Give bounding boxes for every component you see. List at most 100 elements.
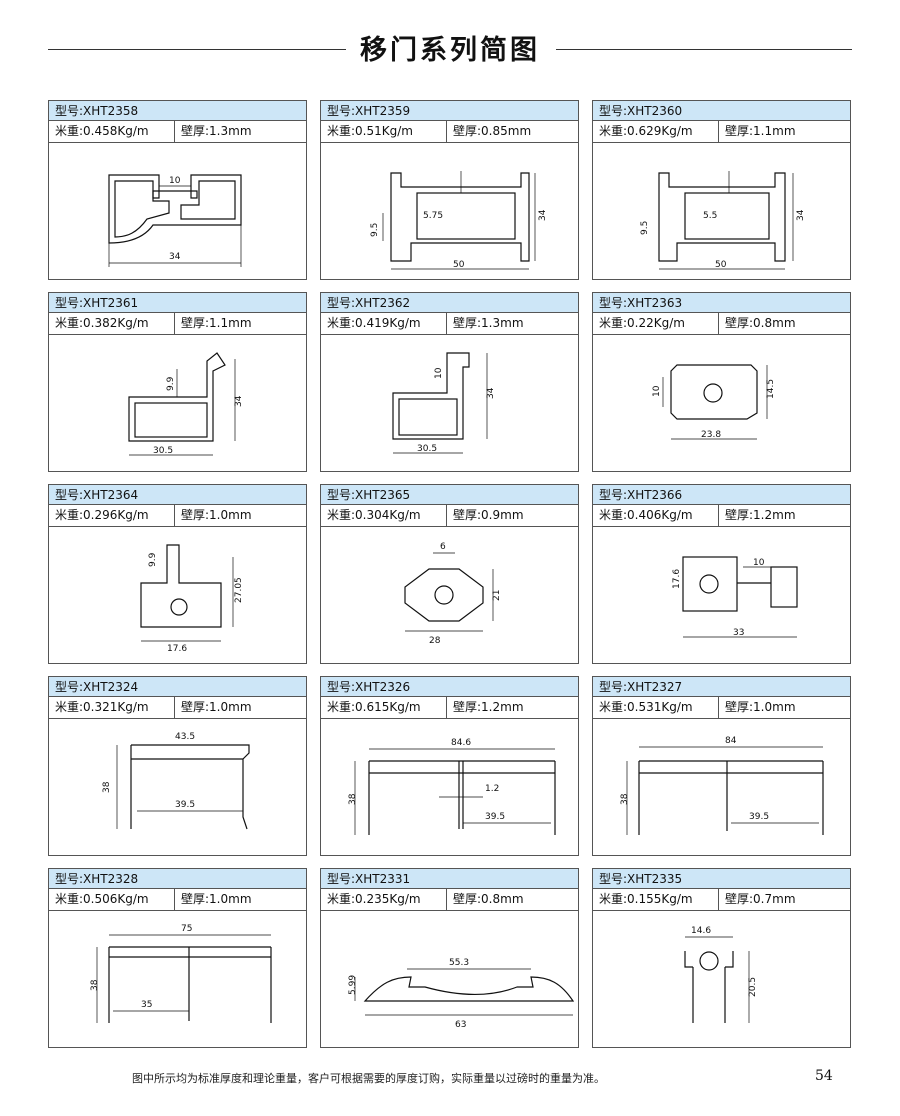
dimension-label: 30.5 (417, 444, 437, 454)
weight-label: 米重:0.458Kg/m (49, 121, 175, 142)
thickness-label: 壁厚:0.7mm (725, 892, 796, 906)
dimension-label: 5.75 (423, 211, 443, 221)
dimension-label: 14.5 (766, 379, 776, 399)
model-label: 型号:XHT2363 (593, 293, 850, 313)
page-title: 移门系列简图 (360, 35, 540, 66)
thickness-label: 壁厚:1.0mm (725, 700, 796, 714)
profile-drawing: 10 17.6 33 (593, 527, 850, 663)
model-label: 型号:XHT2360 (593, 101, 850, 121)
model-label: 型号:XHT2359 (321, 101, 578, 121)
dimension-label: 23.8 (701, 430, 721, 440)
thickness-label: 壁厚:1.3mm (181, 124, 252, 138)
profile-shape (108, 946, 272, 1023)
profile-drawing: 9.9 27.05 17.6 (49, 527, 306, 663)
spec-row: 米重:0.458Kg/m 壁厚:1.3mm (49, 121, 306, 143)
spec-row: 米重:0.22Kg/m 壁厚:0.8mm (593, 313, 850, 335)
profile-diagram: 10 14.5 23.8 (652, 364, 776, 440)
thickness-label: 壁厚:1.1mm (725, 124, 796, 138)
dimension-label: 38 (90, 979, 100, 991)
model-label: 型号:XHT2327 (593, 677, 850, 697)
dimension-label: 34 (538, 209, 548, 221)
spec-row: 米重:0.296Kg/m 壁厚:1.0mm (49, 505, 306, 527)
profile-card: 型号:XHT2362 米重:0.419Kg/m 壁厚:1.3mm 10 34 3… (320, 292, 579, 472)
profile-diagram: 5.5 9.5 34 50 (640, 171, 806, 270)
dimension-label: 84 (725, 736, 737, 746)
profile-shape (770, 566, 798, 608)
dimension-label: 55.3 (449, 958, 469, 968)
profile-card: 型号:XHT2326 米重:0.615Kg/m 壁厚:1.2mm 84.6 38… (320, 676, 579, 856)
dimension-label: 9.9 (148, 552, 158, 567)
weight-label: 米重:0.304Kg/m (321, 505, 447, 526)
profile-drawing: 55.3 5.99 63 (321, 911, 578, 1047)
dimension-label: 34 (796, 209, 806, 221)
profile-inner (434, 585, 454, 605)
profile-shape (140, 544, 222, 628)
model-label: 型号:XHT2361 (49, 293, 306, 313)
profile-shape (404, 568, 484, 622)
dimension-label: 34 (486, 387, 496, 399)
dimension-label: 39.5 (749, 812, 769, 822)
dimension-label: 84.6 (451, 738, 471, 748)
thickness-label: 壁厚:1.0mm (181, 508, 252, 522)
weight-label: 米重:0.51Kg/m (321, 121, 447, 142)
model-label: 型号:XHT2324 (49, 677, 306, 697)
weight-label: 米重:0.419Kg/m (321, 313, 447, 334)
profile-card: 型号:XHT2364 米重:0.296Kg/m 壁厚:1.0mm 9.9 27.… (48, 484, 307, 664)
profile-diagram: 55.3 5.99 63 (348, 958, 575, 1030)
profile-inner (114, 180, 170, 238)
thickness-label: 壁厚:1.2mm (453, 700, 524, 714)
spec-row: 米重:0.629Kg/m 壁厚:1.1mm (593, 121, 850, 143)
spec-row: 米重:0.321Kg/m 壁厚:1.0mm (49, 697, 306, 719)
profile-shape (658, 172, 786, 262)
dimension-label: 21 (492, 590, 502, 601)
spec-row: 米重:0.506Kg/m 壁厚:1.0mm (49, 889, 306, 911)
profile-diagram: 10 34 (108, 174, 242, 267)
model-label: 型号:XHT2365 (321, 485, 578, 505)
profile-drawing: 10 34 30.5 (321, 335, 578, 471)
profile-card: 型号:XHT2365 米重:0.304Kg/m 壁厚:0.9mm 6 21 28 (320, 484, 579, 664)
profile-shape (390, 172, 530, 262)
profile-shape (670, 364, 758, 420)
dimension-label: 39.5 (485, 812, 505, 822)
dimension-label: 35 (141, 1000, 152, 1010)
profile-drawing: 75 38 35 (49, 911, 306, 1047)
profile-diagram: 10 34 30.5 (392, 352, 496, 454)
profile-diagram: 6 21 28 (404, 542, 502, 646)
profile-diagram: 43.5 38 39.5 (102, 732, 250, 830)
profile-diagram: 5.75 9.5 34 50 (370, 171, 548, 270)
profile-card: 型号:XHT2335 米重:0.155Kg/m 壁厚:0.7mm 14.6 20… (592, 868, 851, 1048)
profile-drawing: 84.6 38 1.2 39.5 (321, 719, 578, 855)
page-number: 54 (815, 1068, 833, 1084)
thickness-label: 壁厚:0.85mm (453, 124, 532, 138)
profile-shape (368, 760, 556, 835)
dimension-label: 75 (181, 924, 192, 934)
profile-card: 型号:XHT2366 米重:0.406Kg/m 壁厚:1.2mm 10 17.6… (592, 484, 851, 664)
weight-label: 米重:0.406Kg/m (593, 505, 719, 526)
profile-card: 型号:XHT2328 米重:0.506Kg/m 壁厚:1.0mm 75 38 3… (48, 868, 307, 1048)
profile-drawing: 10 14.5 23.8 (593, 335, 850, 471)
weight-label: 米重:0.506Kg/m (49, 889, 175, 910)
thickness-label: 壁厚:1.3mm (453, 316, 524, 330)
header-rule-right (556, 49, 852, 50)
dimension-label: 28 (429, 636, 441, 646)
profile-card: 型号:XHT2324 米重:0.321Kg/m 壁厚:1.0mm 43.5 38… (48, 676, 307, 856)
profile-shape (638, 760, 824, 835)
dimension-label: 10 (652, 385, 662, 397)
footer-note: 图中所示均为标准厚度和理论重量，客户可根据需要的厚度订购，实际重量以过磅时的重量… (132, 1072, 605, 1085)
dimension-label: 63 (455, 1020, 466, 1030)
model-label: 型号:XHT2328 (49, 869, 306, 889)
dimension-label: 17.6 (167, 644, 187, 654)
profile-inner (180, 180, 236, 220)
profile-inner (684, 192, 770, 240)
profile-card: 型号:XHT2360 米重:0.629Kg/m 壁厚:1.1mm 5.5 9.5… (592, 100, 851, 280)
thickness-label: 壁厚:1.1mm (181, 316, 252, 330)
dimension-label: 9.9 (166, 376, 176, 391)
dimension-label: 10 (753, 558, 765, 568)
thickness-label: 壁厚:0.8mm (453, 892, 524, 906)
profile-card: 型号:XHT2331 米重:0.235Kg/m 壁厚:0.8mm 55.3 5.… (320, 868, 579, 1048)
weight-label: 米重:0.155Kg/m (593, 889, 719, 910)
profile-shape (684, 951, 734, 1023)
profile-inner (134, 402, 208, 438)
profile-shape (392, 352, 470, 440)
profile-diagram: 14.6 20.5 (684, 926, 758, 1023)
